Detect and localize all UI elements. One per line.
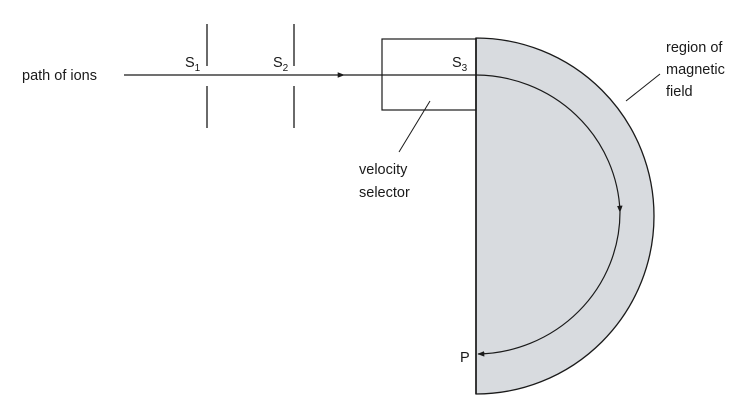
- velocity-selector-leader: [398, 100, 431, 153]
- magnetic-field-label-line3: field: [666, 84, 693, 100]
- point-p-label: P: [460, 350, 470, 366]
- slit-3-label: S3: [452, 55, 468, 74]
- magnetic-field-label-line2: magnetic: [666, 62, 725, 78]
- ion-path-curved: [475, 74, 623, 213]
- magnetic-field-label-line1: region of: [666, 40, 723, 56]
- path-of-ions-label: path of ions: [22, 68, 97, 84]
- slit-2-label: S2: [273, 55, 289, 74]
- magnetic-field-leader: [625, 73, 661, 102]
- velocity-selector-label-line2: selector: [359, 185, 410, 201]
- magnetic-field-region: [475, 37, 655, 395]
- slit-1-label: S1: [185, 55, 201, 74]
- ion-path-curved-lower: [477, 211, 621, 357]
- velocity-selector-label-line1: velocity: [359, 162, 408, 178]
